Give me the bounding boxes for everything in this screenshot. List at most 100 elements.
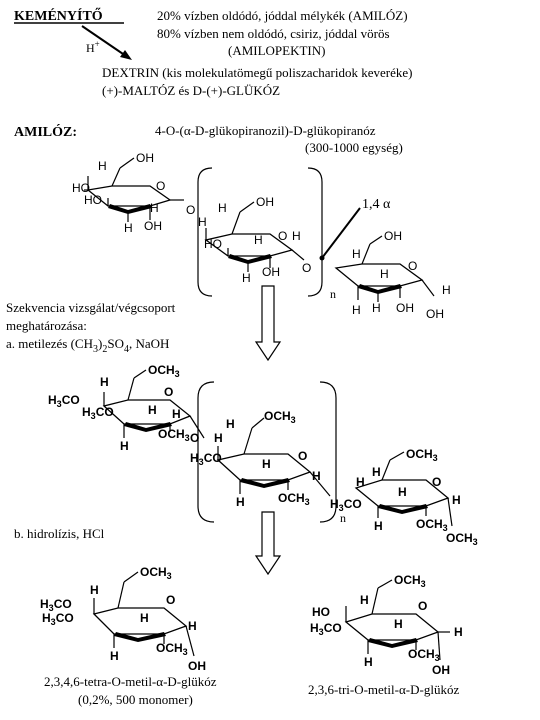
m-ring-1-h-label-b: H — [148, 403, 157, 417]
m-ring-1-och3-label-2: OCH3 — [158, 427, 190, 443]
methylated-ring-1: OCH3 H H3CO H3CO H H OCH3 O H O — [48, 363, 205, 453]
m-ring-2-c6-bond — [243, 427, 253, 455]
m-ring-2-glycosidic-bond — [309, 471, 331, 497]
p1-oh-label: OH — [188, 659, 206, 673]
ring-3-o-label: O — [408, 259, 417, 273]
product-2-name: 2,3,6-tri-O-metil-α-D-glükóz — [308, 682, 459, 697]
p1-o-label: O — [166, 593, 175, 607]
amiloz-section: AMILÓZ: 4-O-(α-D-glükopiranozil)-D-glüko… — [14, 123, 403, 155]
m-ring-2-bold-edge — [240, 478, 290, 488]
ring-1-h-label-a: H — [98, 159, 107, 173]
acid-catalyst-label: H+ — [86, 39, 100, 55]
m-ring-3-anomeric-bond — [447, 497, 453, 527]
p2-ring-outline — [344, 613, 440, 641]
ring-1-o-label: O — [156, 179, 165, 193]
ring-2-h-label-b: H — [198, 215, 207, 229]
ring-3-oh-label: OH — [396, 301, 414, 315]
alpha-linkage-pointer — [321, 207, 361, 259]
amiloz-ring-2: OH H H HO H H OH O H O — [198, 195, 311, 285]
m-ring-2-o-label: O — [298, 449, 307, 463]
m-ring-2-h-label-b: H — [214, 431, 223, 445]
ring-3-h-label-a: H — [352, 247, 361, 261]
m-ring-2-h-label-d: H — [236, 495, 245, 509]
ring-1-ch2oh-bond — [119, 157, 135, 169]
m-repeat-n-label: n — [340, 511, 346, 525]
hydrolysis-arrow-head — [120, 50, 132, 60]
p1-h-label-a: H — [90, 583, 99, 597]
p2-h-label-b: H — [394, 617, 403, 631]
ring-1-oh-label: OH — [144, 219, 162, 233]
ring-1-h-label-c: H — [150, 201, 159, 215]
maltoz-glukoz-text: (+)-MALTÓZ és D-(+)-GLÜKÓZ — [102, 83, 280, 98]
ring-3-h-label-c: H — [352, 303, 361, 317]
p1-och3-label-2: OCH3 — [156, 641, 188, 657]
product-1-abundance: (0,2%, 500 monomer) — [78, 692, 193, 707]
methylation-reagents: a. metilezés (CH3)2SO4, NaOH — [6, 336, 169, 355]
p1-och3-bond — [123, 571, 139, 583]
m-glycosidic-o-1: O — [190, 431, 199, 445]
m-ring-2-h3co-label: H3CO — [190, 451, 222, 467]
m-ring-1-h-label-a: H — [100, 375, 109, 389]
ring-3-h-label-d: H — [372, 301, 381, 315]
amilopektin-fraction-text: 80% vízben nem oldódó, csiriz, jóddal vö… — [157, 26, 390, 41]
p2-anomeric-oh-bond — [437, 631, 441, 661]
ring-2-oh-label: OH — [262, 265, 280, 279]
sequence-analysis-title: Szekvencia vizsgálat/végcsoport — [6, 300, 176, 315]
p2-bold-edge — [368, 638, 418, 648]
amiloz-fraction-text: 20% vízben oldódó, jóddal mélykék (AMILÓ… — [157, 8, 408, 23]
ring-1-ch2oh-label: OH — [136, 151, 154, 165]
alpha-linkage-label: 1,4 α — [362, 197, 391, 212]
m-ring-3-h-label-e: H — [452, 493, 461, 507]
ring-2-h-label-d: H — [242, 271, 251, 285]
p1-h-label-b: H — [140, 611, 149, 625]
m-ring-3-bold-edge — [378, 504, 428, 514]
methylation-down-arrow — [254, 285, 282, 362]
p2-h3co-label: H3CO — [310, 621, 342, 637]
ring-1-ho-label-a: HO — [72, 181, 90, 195]
m-ring-1-och3-label: OCH3 — [148, 363, 180, 379]
ring-2-glycosidic-bond — [291, 249, 305, 261]
product-2-trimethyl: OCH3 H HO H3CO H H OCH3 O H OH 2,3,6-tri… — [308, 573, 463, 697]
product-1-tetramethyl: OCH3 H H3CO H3CO H H OCH3 O H OH 2,3,4,6… — [40, 565, 217, 707]
m-ring-1-h-label-d: H — [172, 407, 181, 421]
m-ring-3-h-label-c: H — [398, 485, 407, 499]
m-ring-1-glycosidic-bond — [189, 415, 205, 439]
m-ring-2-och3-label-2: OCH3 — [278, 491, 310, 507]
amilopektin-label: (AMILOPEKTIN) — [228, 43, 325, 58]
m-ring-3-c6-bond — [381, 459, 391, 481]
header-section: KEMÉNYÍTŐ 20% vízben oldódó, jóddal mély… — [14, 7, 412, 98]
p2-o-label: O — [418, 599, 427, 613]
m-ring-2-och3-label: OCH3 — [264, 409, 296, 425]
ring-3-anomeric-bond — [421, 279, 435, 297]
p2-h-label-d: H — [454, 625, 463, 639]
p2-ho-label: HO — [312, 605, 330, 619]
m-ring-3-och3-label-2: OCH3 — [416, 517, 448, 533]
ring-2-h-label-c: H — [254, 233, 263, 247]
ring-3-ch2oh-bond — [369, 235, 383, 245]
p1-h3co-label-b: H3CO — [42, 611, 74, 627]
alpha-linkage-dot — [319, 255, 325, 261]
bracket-right — [307, 167, 323, 297]
m-ring-1-h-label-c: H — [120, 439, 129, 453]
methylated-ring-3: OCH3 H H H3CO H H OCH3 O H OCH3 — [330, 447, 478, 547]
m-ring-1-h3co-label-a: H3CO — [48, 393, 80, 409]
p2-och3-label-2: OCH3 — [408, 647, 440, 663]
p2-och3-bond — [377, 579, 393, 589]
hydrolysis-label: b. hidrolízis, HCl — [14, 526, 105, 541]
ring-3-h-label-b: H — [380, 267, 389, 281]
m-ring-1-c6-bond — [127, 377, 135, 401]
amiloz-ring-1: OH H HO HO H OH O H O — [72, 151, 195, 235]
p1-h-label-c: H — [110, 649, 119, 663]
m-ring-3-o-label: O — [432, 475, 441, 489]
hydrolysis-step: b. hidrolízis, HCl — [14, 511, 282, 576]
m-ring-3-h-label-d: H — [374, 519, 383, 533]
p1-och3-label: OCH3 — [140, 565, 172, 581]
ring-2-h-label-e: H — [292, 229, 301, 243]
methylated-bracket: n — [197, 381, 346, 525]
hydrolysis-down-arrow — [254, 511, 282, 576]
ring-2-h-label-a: H — [218, 201, 227, 215]
m-ring-1-o-label: O — [164, 385, 173, 399]
dextrin-text: DEXTRIN (kis molekulatömegű poliszachari… — [102, 65, 412, 80]
m-ring-2-h-label-a: H — [226, 417, 235, 431]
ring-3-h-label-e: H — [442, 283, 451, 297]
